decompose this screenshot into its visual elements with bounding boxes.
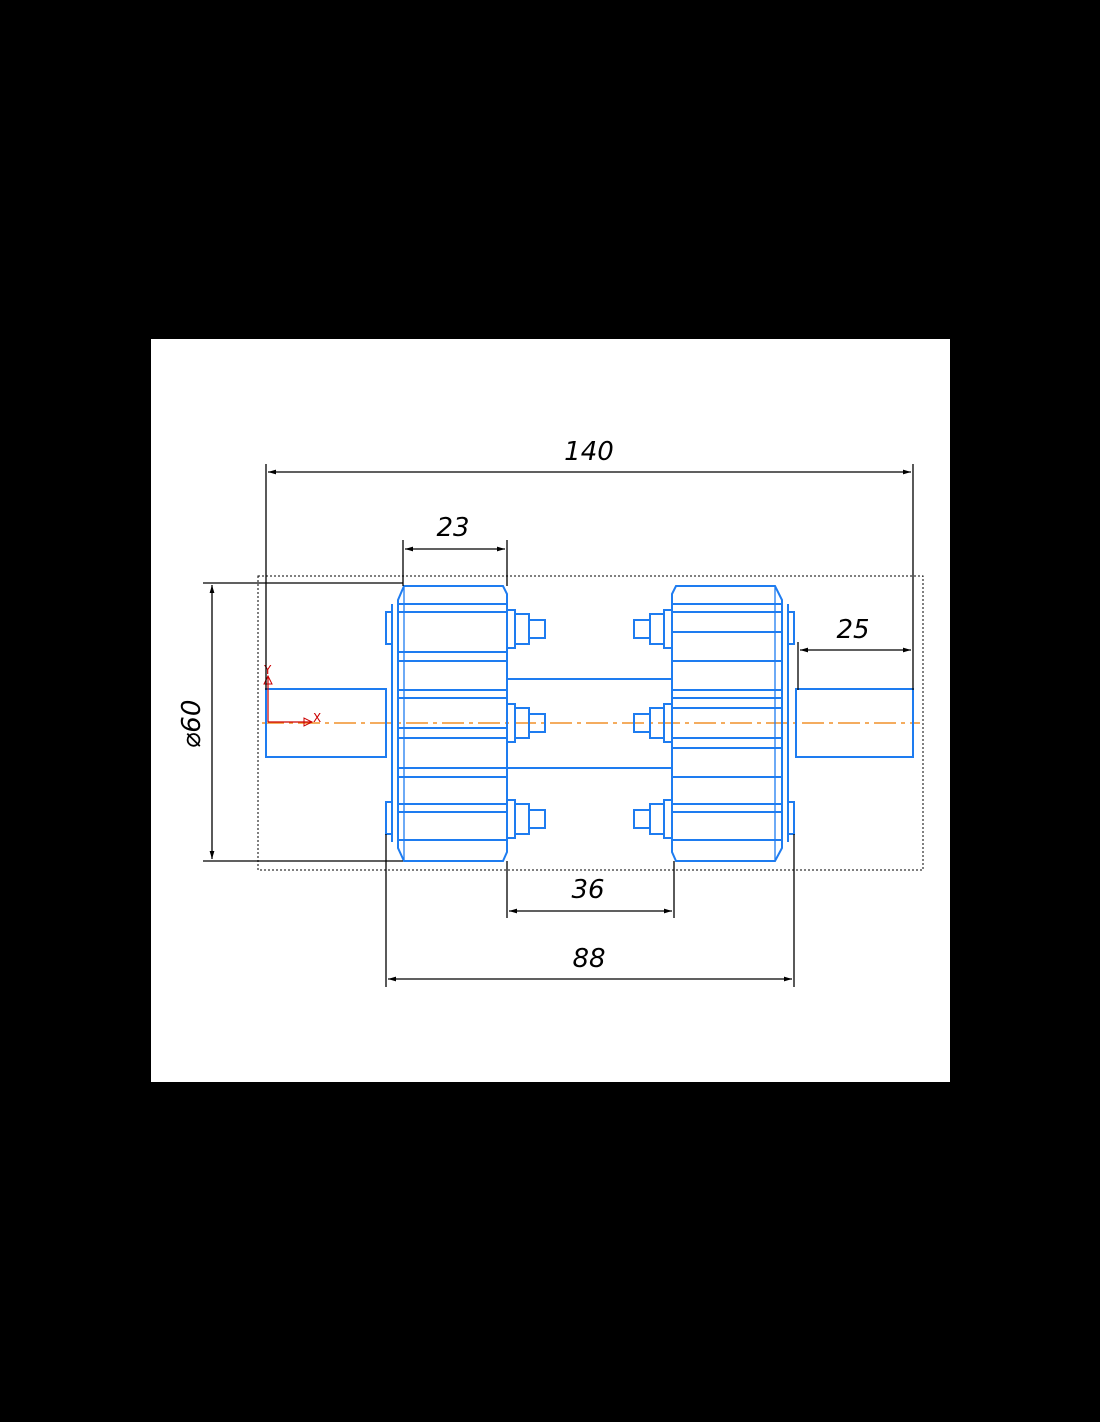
- dimension-diameter-label: ⌀60: [177, 700, 207, 749]
- coordinate-axes: Y X: [263, 663, 321, 727]
- right-wheel: [671, 585, 795, 862]
- axis-y-label: Y: [263, 663, 272, 677]
- left-shaft-end: [265, 688, 387, 758]
- bounding-frame: [257, 575, 924, 871]
- dimension-wheel-gap: 36: [506, 861, 675, 918]
- dimension-diameter: ⌀60: [177, 582, 403, 862]
- left-wheel: [385, 585, 508, 862]
- right-bolts: [633, 609, 673, 839]
- right-shaft-end: [795, 688, 914, 758]
- dimension-wheel-width: 23: [402, 513, 508, 586]
- middle-shaft: [507, 678, 672, 769]
- dimension-36-label: 36: [571, 875, 604, 905]
- dimension-25-label: 25: [836, 615, 869, 645]
- drawing-sheet: [151, 339, 950, 1082]
- left-bolts: [506, 609, 546, 839]
- dimension-outer-span: 88: [385, 834, 795, 987]
- dimension-140-label: 140: [564, 437, 614, 467]
- dimension-shaft-end: 25: [797, 615, 911, 690]
- dimension-overall-length: 140: [265, 437, 914, 690]
- dimension-88-label: 88: [572, 944, 605, 974]
- dimension-23-label: 23: [436, 513, 469, 543]
- axis-x-label: X: [313, 711, 321, 725]
